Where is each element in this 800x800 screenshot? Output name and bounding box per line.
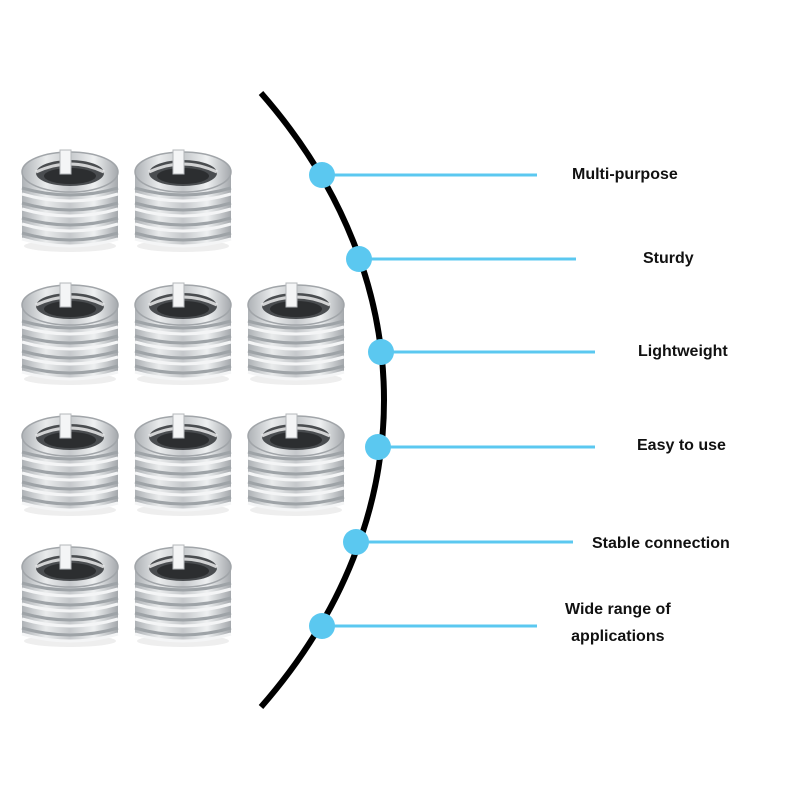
connector-dot bbox=[365, 434, 391, 460]
threaded-insert-icon bbox=[246, 275, 346, 387]
feature-label-multi-purpose: Multi-purpose bbox=[572, 166, 678, 183]
feature-label-wide-range: Wide range of applications bbox=[565, 601, 671, 645]
threaded-insert-icon bbox=[133, 275, 233, 387]
connector-dot bbox=[309, 162, 335, 188]
connector-dot bbox=[309, 613, 335, 639]
threaded-insert-icon bbox=[133, 142, 233, 254]
feature-label-easy-to-use: Easy to use bbox=[637, 437, 726, 454]
threaded-insert-icon bbox=[133, 406, 233, 518]
threaded-insert-icon bbox=[133, 537, 233, 649]
feature-connectors bbox=[309, 162, 595, 639]
threaded-insert-icon bbox=[20, 406, 120, 518]
feature-label-lightweight: Lightweight bbox=[638, 343, 728, 360]
feature-label-sturdy: Sturdy bbox=[643, 250, 694, 267]
connector-dot bbox=[343, 529, 369, 555]
threaded-insert-icon bbox=[20, 537, 120, 649]
connector-dot bbox=[346, 246, 372, 272]
connector-dot bbox=[368, 339, 394, 365]
threaded-insert-icon bbox=[246, 406, 346, 518]
feature-label-stable-connection: Stable connection bbox=[592, 535, 730, 552]
threaded-insert-icon bbox=[20, 142, 120, 254]
threaded-insert-icon bbox=[20, 275, 120, 387]
